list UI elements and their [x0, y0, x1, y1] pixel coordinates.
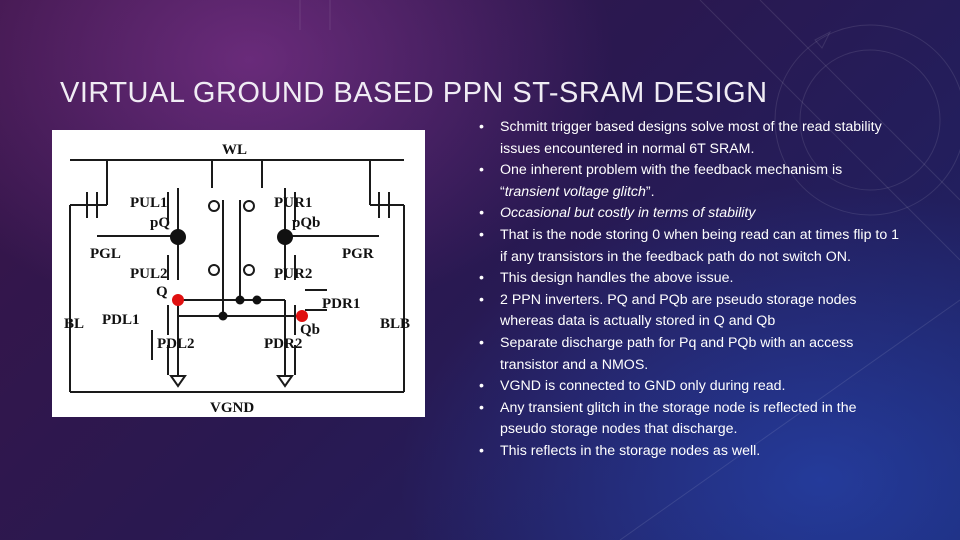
bullet-item: 2 PPN inverters. PQ and PQb are pseudo s…: [472, 290, 902, 333]
circuit-schematic: WL PUL1 PUR1 pQ pQb PGL PGR PUL2 PUR2 Q …: [64, 142, 410, 416]
bullet-item: VGND is connected to GND only during rea…: [472, 376, 902, 398]
label-blb: BLB: [380, 316, 410, 332]
circuit-diagram: WL PUL1 PUR1 pQ pQb PGL PGR PUL2 PUR2 Q …: [52, 130, 425, 417]
label-pgr: PGR: [342, 246, 374, 262]
label-bl: BL: [64, 316, 84, 332]
label-pdr2: PDR2: [264, 336, 302, 352]
label-pur2: PUR2: [274, 266, 312, 282]
bullet-item: Separate discharge path for Pq and PQb w…: [472, 333, 902, 376]
bullet-item: Any transient glitch in the storage node…: [472, 398, 902, 441]
bullet-item: That is the node storing 0 when being re…: [472, 225, 902, 268]
label-pqb: pQb: [292, 215, 320, 231]
bullet-list: Schmitt trigger based designs solve most…: [472, 117, 902, 463]
label-q: Q: [156, 284, 168, 300]
label-qb: Qb: [300, 322, 320, 338]
label-pq: pQ: [150, 215, 170, 231]
bullet-text: ”.: [645, 183, 655, 200]
node-qb: [296, 310, 308, 322]
bullet-item: Occasional but costly in terms of stabil…: [472, 203, 902, 225]
label-pul1: PUL1: [130, 195, 168, 211]
label-pdr1: PDR1: [322, 296, 360, 312]
label-pdl1: PDL1: [102, 312, 140, 328]
bullet-item: Schmitt trigger based designs solve most…: [472, 117, 902, 160]
label-vgnd: VGND: [210, 400, 254, 416]
slide-title: VIRTUAL GROUND BASED PPN ST-SRAM DESIGN: [60, 77, 768, 110]
node-q: [172, 294, 184, 306]
node-pq: [170, 229, 186, 245]
junction-dot: [235, 295, 245, 305]
bullet-item: One inherent problem with the feedback m…: [472, 160, 902, 203]
bullet-italic-text: transient voltage glitch: [504, 183, 646, 200]
junction-dot: [218, 311, 228, 321]
bullet-text: One inherent problem with the feedback m…: [500, 162, 843, 200]
node-pqb: [277, 229, 293, 245]
label-pgl: PGL: [90, 246, 121, 262]
junction-dot: [252, 295, 262, 305]
label-pur1: PUR1: [274, 195, 312, 211]
label-pul2: PUL2: [130, 266, 168, 282]
bullet-item: This reflects in the storage nodes as we…: [472, 441, 902, 463]
label-wl: WL: [222, 142, 247, 158]
label-pdl2: PDL2: [157, 336, 195, 352]
bullet-item: This design handles the above issue.: [472, 268, 902, 290]
